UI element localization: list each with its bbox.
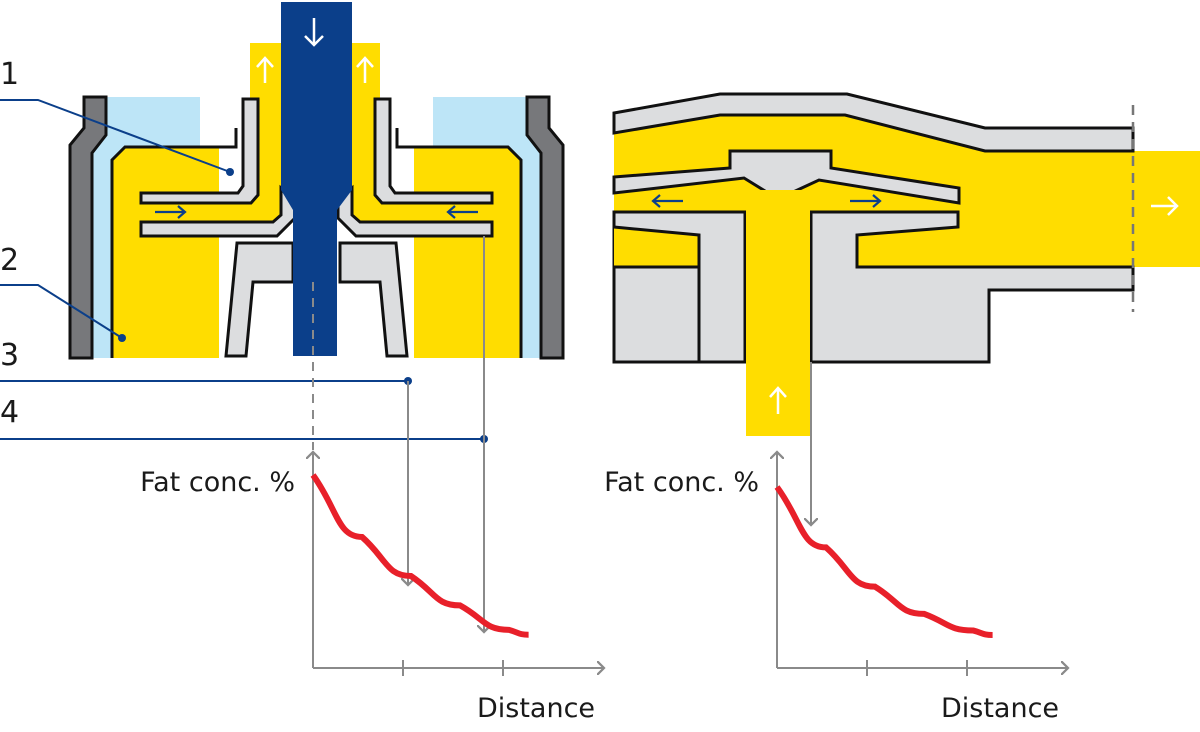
callout-2: 2 xyxy=(0,243,126,342)
y-axis-label: Fat conc. % xyxy=(140,467,295,498)
svg-text:2: 2 xyxy=(0,243,19,278)
paring-disc xyxy=(612,92,1200,436)
feed-inlet-pipe xyxy=(281,2,352,356)
callout-4: 4 xyxy=(0,395,488,443)
outflow-arrow-icon xyxy=(1151,196,1179,216)
inflow-up-arrow-icon xyxy=(769,386,787,414)
cream-region xyxy=(112,147,219,358)
flow-arrow-left-icon xyxy=(651,194,683,208)
feed-down-arrow-icon xyxy=(304,18,324,47)
fat-conc-chart-left: Fat conc. % Distance xyxy=(140,452,604,724)
svg-text:1: 1 xyxy=(0,57,19,92)
disc-stack-half-right xyxy=(336,43,565,360)
upper-disc xyxy=(139,97,260,205)
paring-disc-top xyxy=(612,149,961,205)
flow-arrow-right-icon xyxy=(155,205,187,219)
callout-1: 1 xyxy=(0,57,234,176)
flow-arrow-left-icon xyxy=(446,205,478,219)
x-axis-label: Distance xyxy=(477,693,595,724)
outflow-channel xyxy=(1133,151,1200,267)
fat-concentration-curve xyxy=(310,473,529,638)
x-axis-label: Distance xyxy=(941,693,1059,724)
distributor xyxy=(224,241,295,358)
flow-arrow-right-icon xyxy=(850,194,882,208)
bowl-wall xyxy=(68,95,108,360)
top-cover xyxy=(612,92,1135,153)
svg-text:3: 3 xyxy=(0,338,19,373)
fat-concentration-curve xyxy=(774,485,993,638)
y-axis-label: Fat conc. % xyxy=(604,467,759,498)
fat-conc-chart-right: Fat conc. % Distance xyxy=(604,452,1068,724)
svg-text:4: 4 xyxy=(0,395,19,430)
cream-up-arrow-icon xyxy=(256,56,374,83)
disc-stack-half-left xyxy=(68,43,297,360)
